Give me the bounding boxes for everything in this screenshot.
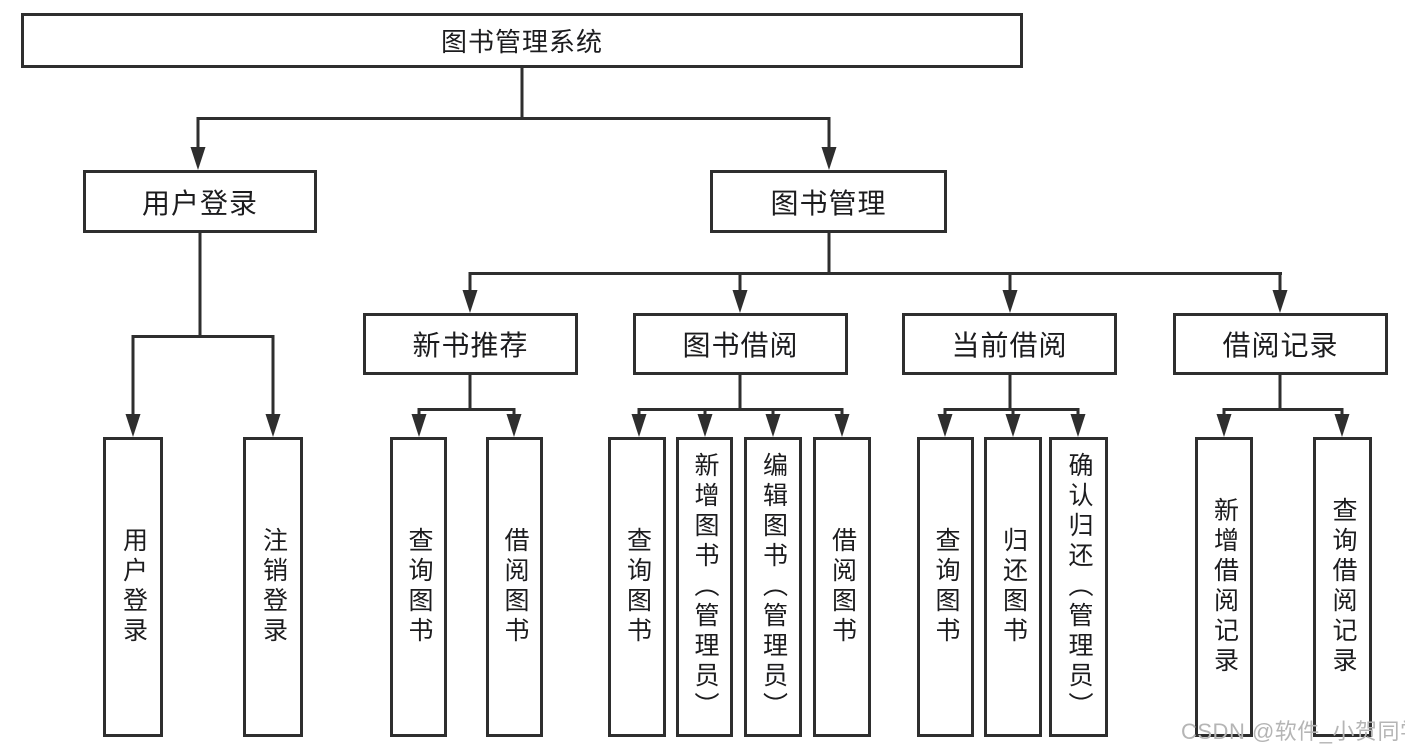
leaf-query-borrow-record: 查询借阅记录	[1313, 437, 1372, 737]
node-book-borrow: 图书借阅	[633, 313, 848, 375]
node-new-book-recommend: 新书推荐	[363, 313, 578, 375]
node-library-system: 图书管理系统	[21, 13, 1023, 68]
leaf-query-book-borrow: 查询图书	[608, 437, 666, 737]
node-current-borrow: 当前借阅	[902, 313, 1117, 375]
leaf-query-book-current: 查询图书	[917, 437, 974, 737]
leaf-user-login: 用户登录	[103, 437, 163, 737]
leaf-confirm-return-admin: 确认归还（管理员）	[1049, 437, 1108, 737]
leaf-return-book: 归还图书	[984, 437, 1042, 737]
leaf-edit-book-admin: 编辑图书（管理员）	[744, 437, 802, 737]
leaf-borrow-book-recommend: 借阅图书	[486, 437, 543, 737]
node-borrow-record: 借阅记录	[1173, 313, 1388, 375]
leaf-add-borrow-record: 新增借阅记录	[1195, 437, 1253, 737]
leaf-logout: 注销登录	[243, 437, 303, 737]
node-user-login: 用户登录	[83, 170, 317, 233]
leaf-add-book-admin: 新增图书（管理员）	[676, 437, 733, 737]
watermark-text: CSDN @软件_小贺同学	[1181, 719, 1405, 744]
leaf-query-book-recommend: 查询图书	[390, 437, 447, 737]
leaf-borrow-book-borrow: 借阅图书	[813, 437, 871, 737]
node-book-management: 图书管理	[710, 170, 947, 233]
